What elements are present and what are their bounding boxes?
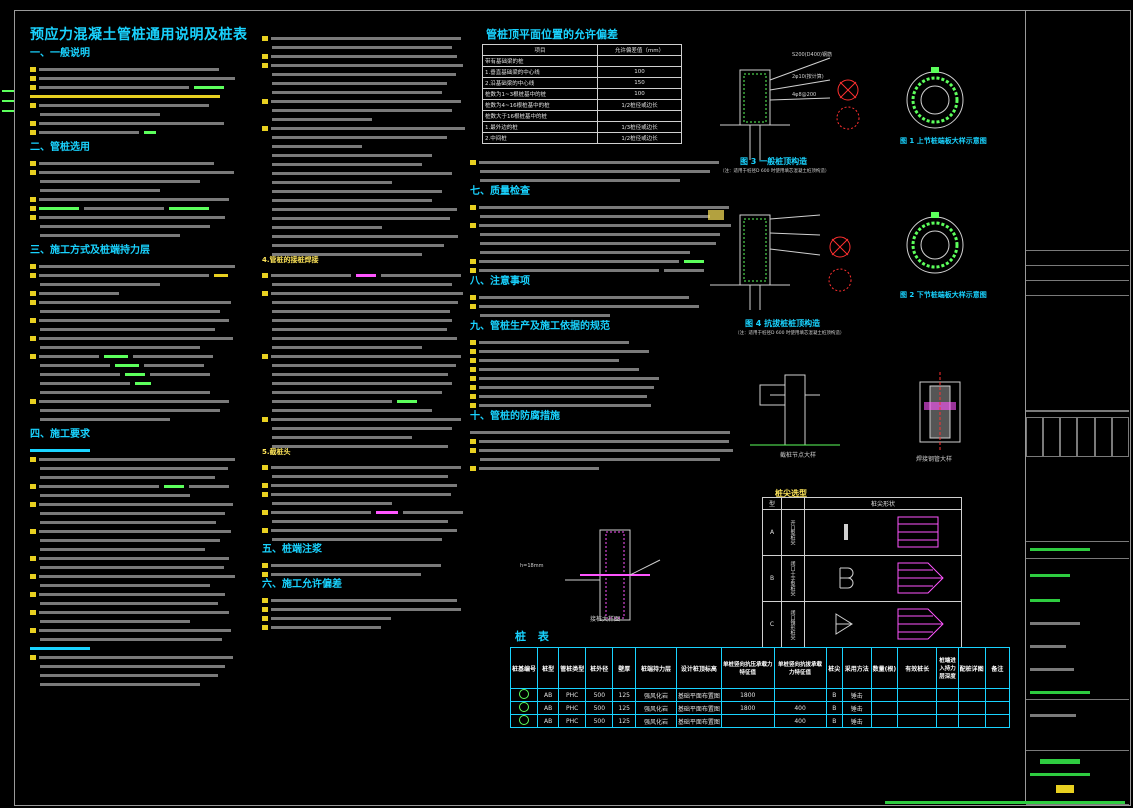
joint-label: h=18mm xyxy=(520,563,544,569)
left-column: 一、一般说明 二、管桩选用 三、施工方式及桩端持力层 xyxy=(30,44,258,686)
text-block xyxy=(262,555,467,577)
deviation-title: 管桩顶平面位置的允许偏差 xyxy=(486,28,618,41)
fig3-drawing: S200(D400)钢筋 2φ10(按计算) 4φ8@200 xyxy=(720,51,860,160)
left-sec-3: 三、施工方式及桩端持力层 xyxy=(30,241,258,421)
fig2-caption: 图 2 下节桩端板大样示意图 xyxy=(900,291,987,299)
section-heading: 五、桩端注浆 xyxy=(262,544,322,555)
section-heading: 六、施工允许偏差 xyxy=(262,579,342,590)
tb-mark xyxy=(1030,548,1090,551)
tip-a-drawing xyxy=(844,516,939,547)
fig3-label: 4φ8@200 xyxy=(792,92,816,98)
tb-grid xyxy=(1026,410,1129,542)
fig4-note: （注：适用于桩径D 600 时使用填芯混凝土桩顶构造） xyxy=(735,331,845,336)
middle-column: 4.管桩的接桩焊接 5.截桩头 五、桩端注浆 xyxy=(262,28,467,630)
right-column: 七、质量检查 八、注意事项 九、管桩生产及施工依据的规范 十、管桩的防腐措施 xyxy=(470,152,740,471)
left-sec-4: 四、施工要求 xyxy=(30,425,258,686)
fig3-note: （注：适用于桩径D 600 时使用填芯混凝土桩顶构造） xyxy=(720,169,830,174)
fig1-drawing xyxy=(906,67,964,129)
section-heading: 四、施工要求 xyxy=(30,429,90,440)
text-block xyxy=(262,265,467,448)
pile-table-title: 桩 表 xyxy=(515,630,553,643)
joint-detail-caption: 接桩大样图 xyxy=(590,616,621,623)
tip-table-title: 桩尖选型 xyxy=(775,489,807,498)
fig3-label: 2φ10(按计算) xyxy=(792,73,824,80)
text-block xyxy=(262,28,467,256)
tip-c-drawing xyxy=(835,608,944,639)
text-block xyxy=(30,256,258,421)
section-heading: 一、一般说明 xyxy=(30,48,90,59)
steel-detail-caption: 焊接钢管大样 xyxy=(916,456,953,463)
tb-signatures xyxy=(1026,558,1129,717)
text-block xyxy=(30,440,258,686)
joint-detail-drawing xyxy=(565,529,661,621)
pile-table: 桩基编号 桩型 管桩类型 桩外径 壁厚 桩端持力层 设计桩顶标高 单桩竖向抗压承… xyxy=(509,647,1011,728)
section-heading: 七、质量检查 xyxy=(470,186,530,197)
tip-b-drawing xyxy=(839,562,944,593)
section-heading: 5.截桩头 xyxy=(262,448,291,456)
table-row: B 闭口十字型桩尖 xyxy=(762,555,962,602)
tb-notes xyxy=(1026,250,1129,412)
section-heading: 三、施工方式及桩端持力层 xyxy=(30,245,150,256)
left-sec-1: 一、一般说明 xyxy=(30,44,258,135)
tb-blank xyxy=(1026,10,1129,251)
table-row: 带有基础梁的桩 xyxy=(482,55,682,67)
tb-footer xyxy=(1026,750,1129,805)
table-header-row: 项目允许偏差值（mm） xyxy=(482,44,682,56)
text-block xyxy=(470,287,740,317)
drawing-frame xyxy=(14,10,1131,806)
section-heading: 十、管桩的防腐措施 xyxy=(470,411,560,422)
section-heading: 九、管桩生产及施工依据的规范 xyxy=(470,321,610,332)
fig3-label: S200(D400)钢筋 xyxy=(792,51,832,58)
fig4-caption: 图 4 抗拔桩桩顶构造 xyxy=(745,319,821,328)
page-title: 预应力混凝土管桩通用说明及桩表 xyxy=(30,27,248,43)
fig4-drawing xyxy=(708,210,852,310)
cut-detail-caption: 截桩节点大样 xyxy=(780,452,817,459)
text-block xyxy=(470,332,740,408)
left-margin-marker xyxy=(2,82,14,122)
table-header-row: 桩基编号 桩型 管桩类型 桩外径 壁厚 桩端持力层 设计桩顶标高 单桩竖向抗压承… xyxy=(509,647,1011,689)
section-heading: 二、管桩选用 xyxy=(30,142,90,153)
steel-detail-drawing xyxy=(919,372,961,452)
fig2-drawing xyxy=(906,212,964,274)
table-row: C 闭口锥形桩尖 xyxy=(762,601,962,648)
bottom-bar xyxy=(885,801,1125,804)
text-block xyxy=(470,422,740,471)
text-block xyxy=(30,59,258,135)
col-tolerance: 允许偏差值（mm） xyxy=(597,44,682,56)
text-block xyxy=(470,197,740,273)
text-block xyxy=(262,590,467,630)
section-heading: 八、注意事项 xyxy=(470,276,530,287)
title-block xyxy=(1025,10,1130,805)
cut-detail-drawing xyxy=(750,374,840,446)
table-row: A 开口型桩尖 xyxy=(762,509,962,556)
table-header-row: 型 桩尖形状 xyxy=(762,497,962,510)
left-sec-2: 二、管桩选用 xyxy=(30,138,258,237)
col-item: 项目 xyxy=(482,44,598,56)
text-block xyxy=(30,153,258,237)
text-block xyxy=(470,152,740,182)
fig3-caption: 图 3 一般桩顶构造 xyxy=(740,157,808,166)
text-block xyxy=(262,457,467,541)
tip-table: 型 桩尖形状 A 开口型桩尖 B 闭口十字型桩尖 xyxy=(762,497,962,648)
fig1-caption: 图 1 上节桩端板大样示意图 xyxy=(900,137,987,145)
table-row: 桩数大于16根桩基中的桩 xyxy=(482,110,682,122)
section-heading: 4.管桩的接桩焊接 xyxy=(262,256,319,264)
